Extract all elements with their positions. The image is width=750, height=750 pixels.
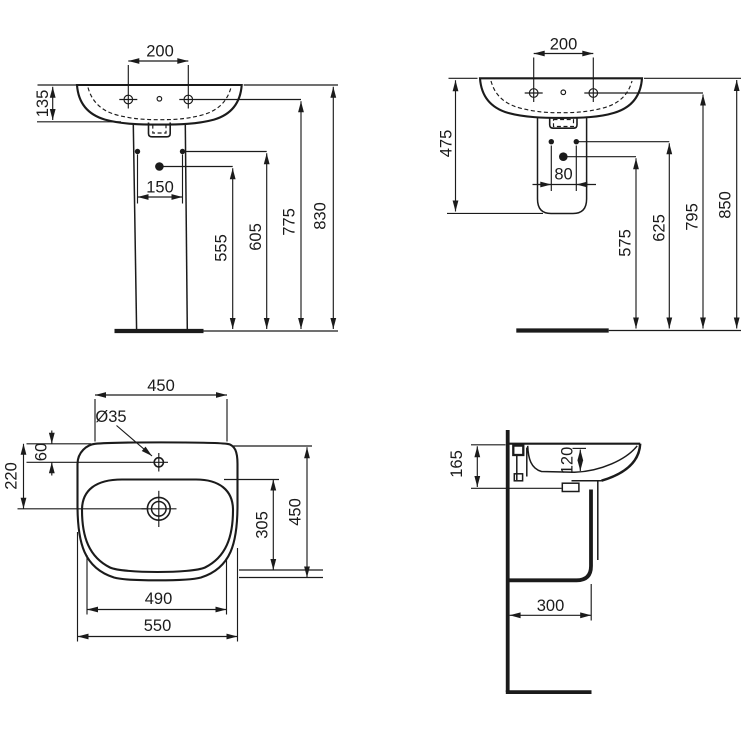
dimension-labels: 450 Ø35 60 220 305 450 490 550 <box>3 377 305 635</box>
basin-outline <box>478 77 644 119</box>
dim-fixing-spacing: 80 <box>554 166 572 184</box>
center-hole <box>560 89 567 96</box>
dim-tap-offset: 60 <box>33 443 51 461</box>
dim-bowl-depth: 120 <box>559 447 577 475</box>
outer-shell <box>601 443 642 482</box>
dim-front-width: 490 <box>145 590 173 608</box>
dim-pedestal-height: 475 <box>438 130 456 158</box>
dim-overall-depth: 450 <box>287 498 305 526</box>
dimension-lines <box>37 58 338 332</box>
pedestal-outline <box>132 124 189 331</box>
overflow-detail <box>147 122 171 138</box>
basin-outline <box>75 83 243 126</box>
dim-trap-height: 555 <box>213 234 231 262</box>
tap-hole <box>150 453 168 472</box>
dimension-lines <box>17 392 323 642</box>
side-view: 165 120 300 <box>448 430 642 694</box>
wall-line <box>505 430 592 694</box>
front-view-full-pedestal: 200 135 150 555 605 775 830 <box>34 43 338 334</box>
dimension-labels: 200 135 150 555 605 775 830 <box>34 43 330 262</box>
basin-outer-outline <box>76 441 239 582</box>
dimension-lines <box>471 444 592 621</box>
dim-drain-offset: 220 <box>3 462 21 490</box>
dim-overall-height: 850 <box>717 191 735 219</box>
basin-inner-edge-hidden <box>87 87 232 121</box>
dim-wall-to-shroud: 300 <box>537 597 565 615</box>
dim-tap-spacing: 200 <box>550 36 578 54</box>
drain-hole <box>141 490 177 527</box>
dimension-lines <box>447 50 741 332</box>
overflow-detail <box>548 118 578 129</box>
bowl-inner-outline <box>80 478 235 574</box>
dim-rim-depth: 135 <box>34 90 52 118</box>
center-hole <box>156 95 163 102</box>
dim-fixing-spacing: 150 <box>146 179 174 197</box>
drain-flange <box>561 482 580 493</box>
fixing-holes <box>134 148 186 171</box>
basin-profile <box>509 442 642 560</box>
dim-overall-height: 830 <box>312 202 330 230</box>
front-view-semi-pedestal: 200 475 80 575 625 795 850 <box>438 36 741 333</box>
dimension-labels: 165 120 300 <box>448 447 577 615</box>
tap-hole-section <box>512 444 525 457</box>
basin-inner-edge-hidden <box>490 80 633 114</box>
dim-rim-to-underside: 165 <box>448 450 466 478</box>
fixing-holes <box>548 139 579 161</box>
dim-fixing-height: 625 <box>651 214 669 242</box>
tap-holes <box>524 88 703 98</box>
dimension-labels: 200 475 80 575 625 795 850 <box>438 36 735 257</box>
dim-tap-spacing: 200 <box>146 43 174 61</box>
dim-trap-height: 575 <box>617 229 635 257</box>
dim-tap-hole-diameter: Ø35 <box>95 408 126 426</box>
dim-rear-width: 450 <box>147 377 175 395</box>
dim-tap-height: 775 <box>281 208 299 236</box>
plan-view: 450 Ø35 60 220 305 450 490 550 <box>3 377 323 642</box>
dim-tap-height: 795 <box>684 203 702 231</box>
dim-bowl-length: 305 <box>254 511 272 539</box>
dim-overall-width: 550 <box>144 617 172 635</box>
shroud-outline <box>508 489 593 583</box>
tap-holes <box>119 94 301 105</box>
dim-fixing-height: 605 <box>247 223 265 251</box>
bowl-interior <box>526 445 638 474</box>
semi-pedestal-outline <box>536 117 588 215</box>
